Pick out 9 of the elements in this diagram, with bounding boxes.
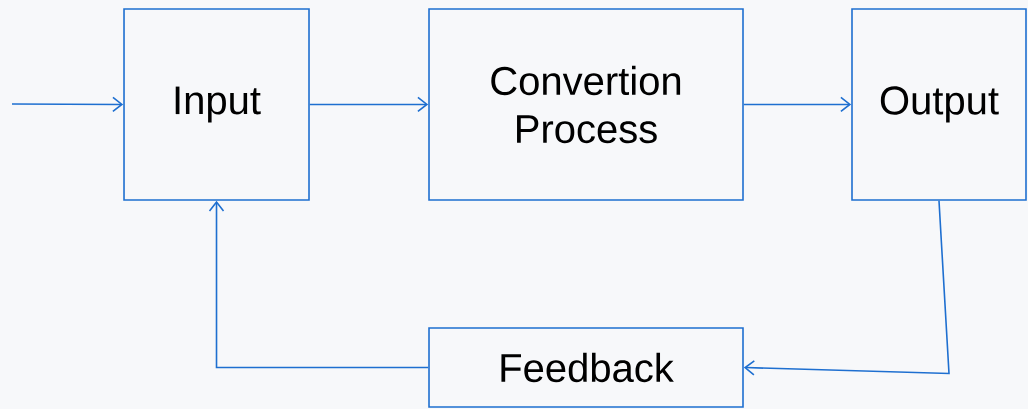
process-box: Output [851,8,1027,201]
arrow [11,96,124,113]
process-box: Convertion Process [428,8,744,201]
arrow [743,96,852,113]
process-box: Feedback [428,327,744,408]
arrow [309,96,429,113]
process-box: Input [123,8,310,201]
arrow [743,200,950,376]
arrow [208,200,429,369]
